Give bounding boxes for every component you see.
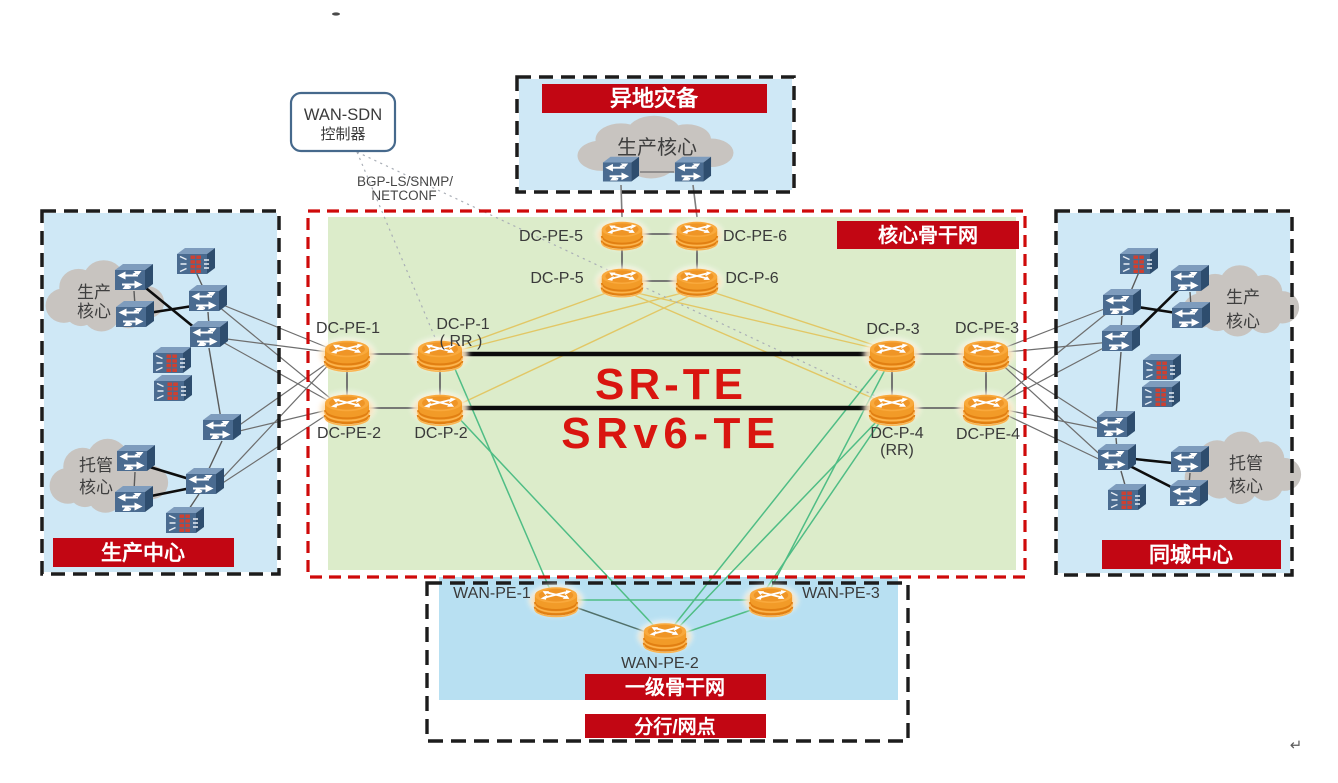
svg-text:WAN-PE-2: WAN-PE-2 <box>621 655 699 672</box>
svg-text:DC-PE-1: DC-PE-1 <box>316 320 380 337</box>
svg-text:DC-PE-4: DC-PE-4 <box>956 426 1020 443</box>
svg-text:核心骨干网: 核心骨干网 <box>878 223 978 247</box>
svg-text:( RR ): ( RR ) <box>440 333 483 350</box>
svg-text:DC-P-2: DC-P-2 <box>414 425 467 442</box>
svg-text:SRv6-TE: SRv6-TE <box>561 409 780 458</box>
svg-text:DC-PE-3: DC-PE-3 <box>955 320 1019 337</box>
svg-text:一级骨干网: 一级骨干网 <box>625 675 725 699</box>
svg-text:DC-PE-5: DC-PE-5 <box>519 228 583 245</box>
svg-text:异地灾备: 异地灾备 <box>610 86 699 111</box>
svg-text:控制器: 控制器 <box>320 126 365 143</box>
svg-text:↵: ↵ <box>1290 737 1303 754</box>
svg-text:核心: 核心 <box>1226 312 1260 331</box>
svg-text:DC-PE-2: DC-PE-2 <box>317 425 381 442</box>
svg-text:WAN-SDN: WAN-SDN <box>304 106 382 124</box>
svg-text:核心: 核心 <box>77 302 111 321</box>
svg-text:DC-P-4: DC-P-4 <box>870 425 923 442</box>
svg-text:核心: 核心 <box>79 478 113 497</box>
svg-text:托管: 托管 <box>1229 454 1263 473</box>
svg-text:同城中心: 同城中心 <box>1149 543 1233 567</box>
svg-text:DC-P-6: DC-P-6 <box>725 270 778 287</box>
svg-text:WAN-PE-3: WAN-PE-3 <box>802 585 880 602</box>
svg-text:生产核心: 生产核心 <box>617 136 697 159</box>
svg-text:生产: 生产 <box>1226 288 1260 307</box>
svg-text:DC-P-1: DC-P-1 <box>436 316 489 333</box>
svg-text:分行/网点: 分行/网点 <box>634 715 715 738</box>
svg-text:生产: 生产 <box>77 283 111 302</box>
svg-text:DC-P-3: DC-P-3 <box>866 321 919 338</box>
svg-text:BGP-LS/SNMP/: BGP-LS/SNMP/ <box>357 174 453 189</box>
svg-text:DC-P-5: DC-P-5 <box>530 270 583 287</box>
svg-text:生产中心: 生产中心 <box>101 541 185 565</box>
svg-text:(RR): (RR) <box>880 442 914 459</box>
svg-text:NETCONF: NETCONF <box>371 188 436 203</box>
svg-text:SR-TE: SR-TE <box>595 360 747 409</box>
svg-text:核心: 核心 <box>1229 477 1263 496</box>
svg-text:DC-PE-6: DC-PE-6 <box>723 228 787 245</box>
svg-text:WAN-PE-1: WAN-PE-1 <box>453 585 531 602</box>
svg-text:托管: 托管 <box>79 456 113 475</box>
